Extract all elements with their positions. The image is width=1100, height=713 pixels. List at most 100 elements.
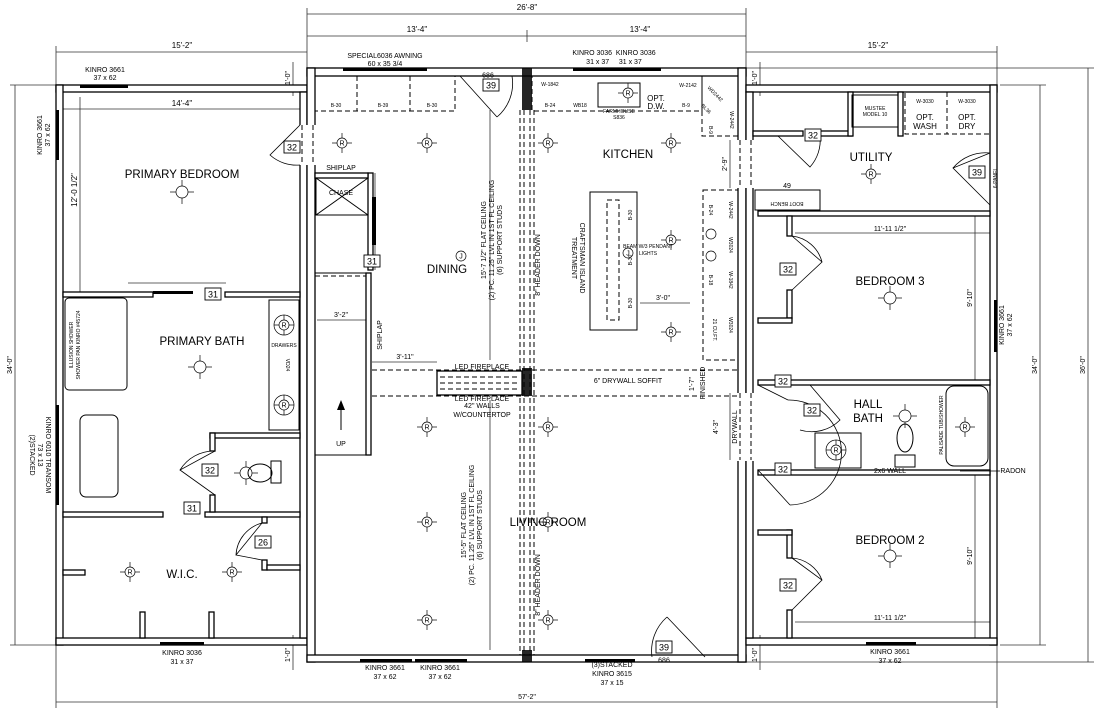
svg-text:R: R [545,618,550,625]
dim-boot-bench: 49 [783,183,791,190]
kitchen-cabinets [314,75,739,361]
dim-island: 3'-0" [656,295,670,302]
svg-text:R: R [424,425,429,432]
door-tag: 686 [482,73,494,80]
door-tag: 32 [283,140,301,154]
utility-sink [851,94,899,128]
note-ceiling: 15'-5" FLAT CEILING [461,492,468,558]
room-living: LIVING ROOM [510,517,587,529]
recessed-light-icon: R [661,322,681,342]
note-opt-dry: DRY [959,122,976,131]
note-fireplace: LED FIREPLACE [455,364,510,371]
dim-right-overall: 36'-0" [1080,356,1087,374]
tub-shower [945,385,989,467]
ceiling-fixture-icon [893,404,917,428]
recessed-light-icon: R [417,610,437,630]
note-opt-wash: OPT. [916,113,934,122]
door-tag: 39 [655,640,673,654]
cabinet-label: B-24 [707,205,713,216]
cabinet-label: B-30 [331,103,342,109]
shower [64,297,128,391]
cabinet-label: W-3030 [958,99,976,105]
cabinet-label: B-24 [545,103,556,109]
svg-text:R: R [868,172,873,179]
window-size: 37 x 62 [94,75,117,82]
dim-offset: 1'-0" [752,71,759,85]
svg-text:R: R [127,570,132,577]
room-primary-bedroom: PRIMARY BEDROOM [125,169,240,181]
door-tag: 32 [804,128,822,142]
double-vanity [268,299,300,431]
window-label: KINRO 3036 [162,650,202,657]
staircase[interactable] [314,272,372,456]
dim-left-wing: 15'-2" [172,41,193,50]
dim-offset: 1'-0" [285,648,292,662]
door-tag-label: 32 [778,377,788,387]
note-opt-dry: OPT. [958,113,976,122]
cabinet-label: B-18 [707,275,713,286]
note-drywall: DRYWALL [732,410,739,444]
window-label: KINRO 3661 [37,115,44,155]
recessed-light-icon: R [661,133,681,153]
recessed-light-icon: R [222,562,242,582]
door-tag: 39 [968,165,986,179]
door-tag: 32 [779,262,797,276]
note-boot-bench: BOOT BENCH [770,200,803,206]
cabinet-label: W-1842 [541,82,559,88]
note-ceiling: (6) SUPPORT STUDS [477,490,484,560]
cabinet-label: W-3030 [916,99,934,105]
window-size: 31 x 37 31 x 37 [586,59,642,66]
door-tag-label: 31 [367,257,377,267]
door-tag-label: 32 [783,581,793,591]
junction-box-icon: J [455,250,467,262]
svg-text:R: R [545,141,550,148]
hall-vanity [814,432,862,469]
note-sink: S836 [613,115,625,121]
note-fireplace: 42" WALLS [464,403,500,410]
note-shower: SHOWER PAN KINRO #45724 [76,310,82,379]
door-tag: 686 [658,658,670,665]
svg-text:J: J [626,251,630,258]
window-size: 31 x 37 [171,659,194,666]
cabinet-label: B-30 [628,255,634,266]
note-soffit: 6" DRYWALL SOFFIT [594,378,663,385]
room-wic: W.I.C. [166,569,197,581]
door-tag: 31 [204,287,222,301]
svg-text:R: R [545,425,550,432]
note-ceiling: (2) PC. 11.25" LVL IN 1ST FL CEILING [489,180,496,301]
dim-primary-bed-width: 14'-4" [172,99,193,108]
cabinet-labels: B-30 B-39 B-30 W-1842 B-24 WB18 B-9 W-21… [331,82,976,333]
cabinet-label: B-39 [378,103,389,109]
room-utility: UTILITY [850,152,893,164]
ceiling-fixture-icon [188,355,212,379]
window-label: KINRO 3615 [592,671,632,678]
recessed-light-icon: R [861,164,881,184]
cabinet-label: W-1842 [727,271,733,289]
svg-text:R: R [424,520,429,527]
plan-notes: SHIPLAP CHASE SHIPLAP UP 15'-7 1/2" FLAT… [69,94,1026,616]
window-label: KINRO 3661 [420,665,460,672]
cabinet-label: B-30 [628,210,634,221]
cabinet-label: W-2442 [727,201,733,219]
svg-text:R: R [424,141,429,148]
cabinet-label: B-30 [628,298,634,309]
window-label: KINRO 3661 [85,67,125,74]
burner-icon [705,250,717,262]
door-tag: 39 [482,78,500,92]
window-label: SPECIAL6036 AWNING [347,53,422,60]
recessed-light-icon: R [274,315,294,335]
cabinet-label: W3024 [727,317,733,333]
dim-center-left: 13'-4" [407,25,428,34]
room-hall-bath: HALL [854,399,883,411]
svg-text:R: R [668,141,673,148]
note-ceiling: (2) PC. 11.25" LVL IN 1ST FL CEILING [469,465,476,586]
recessed-light-icon: R [417,133,437,153]
note-farmhouse: FARMHOUSE [603,109,635,115]
window-label: KINRO 3661 [870,649,910,656]
recessed-light-icon: R [618,83,638,103]
window-size: 37 x 15 [601,680,624,687]
marriage-line [519,68,535,662]
recessed-light-icon: R [538,133,558,153]
svg-text:R: R [545,520,550,527]
